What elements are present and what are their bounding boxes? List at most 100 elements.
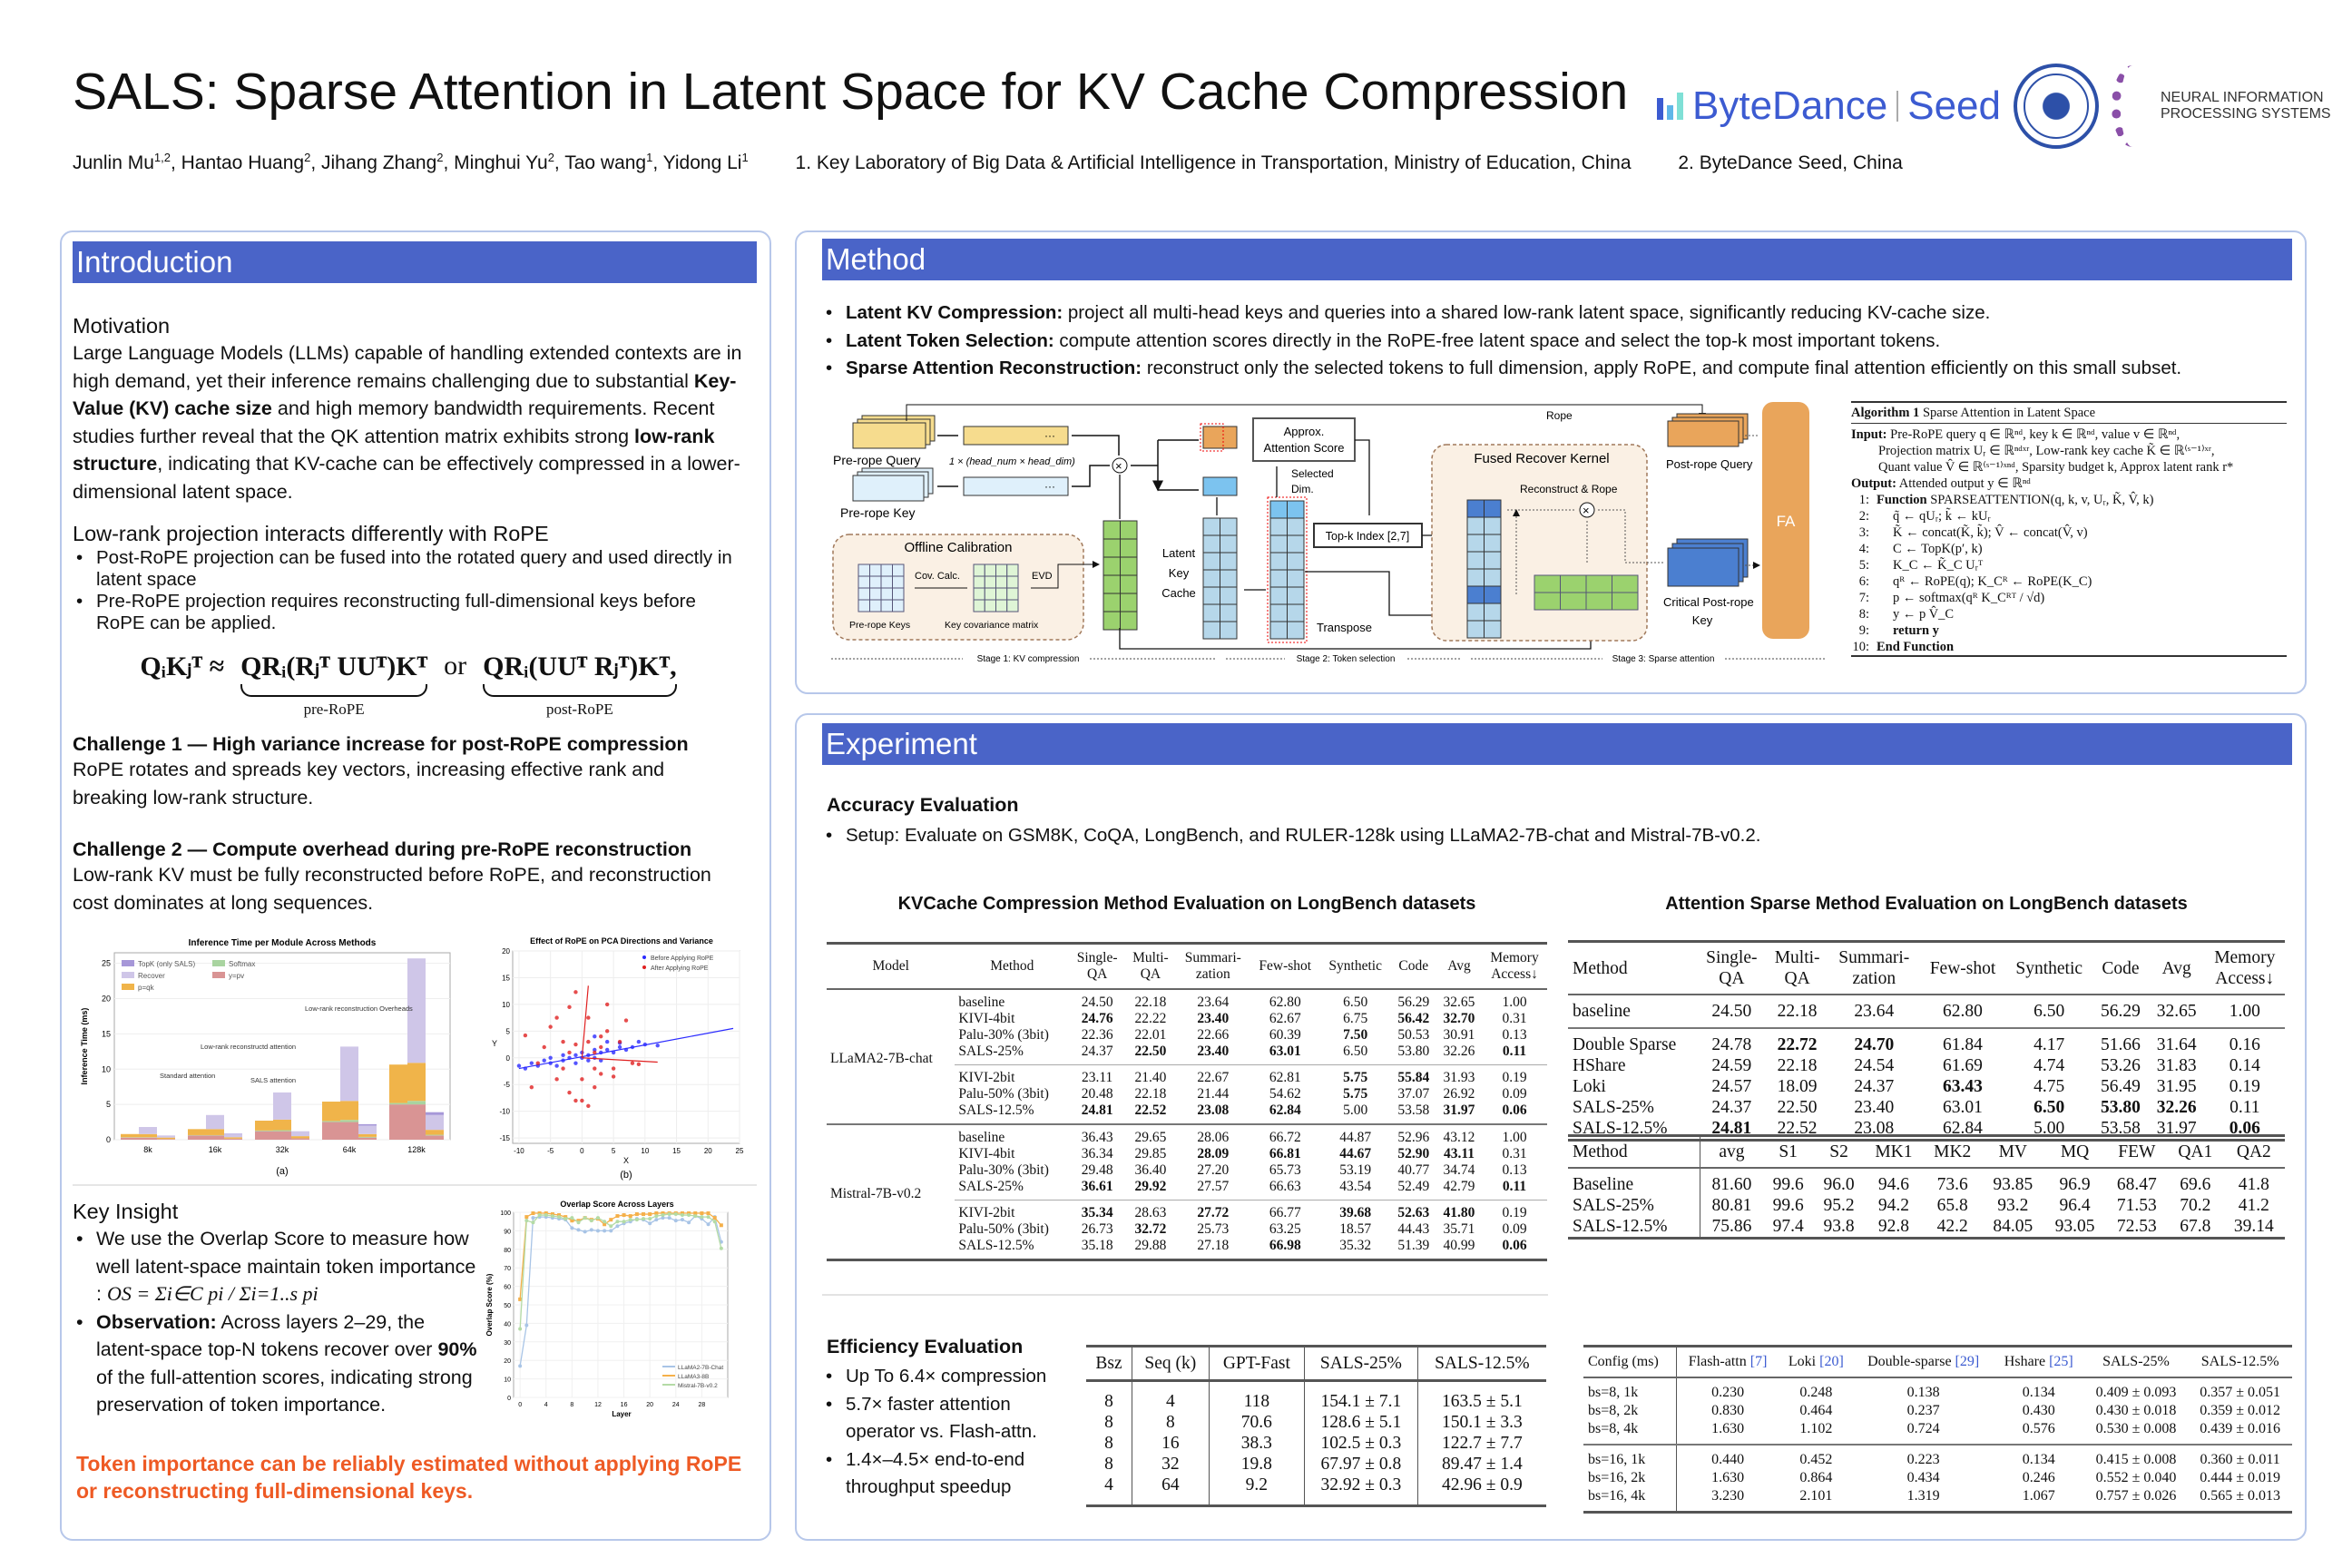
method-bullets: Latent KV Compression: project all multi… xyxy=(822,299,2292,383)
bar-segment xyxy=(255,1131,273,1140)
table-cell: 42.96 ± 0.9 xyxy=(1416,1475,1546,1506)
data-point xyxy=(706,1222,710,1227)
table-cell: 54.62 xyxy=(1269,1086,1301,1102)
line-content: y ← p V̂_C xyxy=(1877,606,1954,622)
table-cell: 2.101 xyxy=(1799,1488,1833,1504)
table-cell: baseline xyxy=(958,995,1005,1010)
table-cell: 0.530 ± 0.008 xyxy=(2095,1421,2177,1436)
header-text: Hshare xyxy=(2004,1354,2050,1369)
data-point xyxy=(564,1215,568,1220)
bar-segment xyxy=(206,1114,224,1130)
author-name: Hantao Huang xyxy=(181,152,305,173)
table-cell: 42.79 xyxy=(1443,1179,1475,1194)
table-cell: 72.53 xyxy=(2116,1217,2157,1236)
pre-rope-label: pre-RoPE xyxy=(303,701,365,718)
transposed-cache-column xyxy=(1267,496,1308,643)
scatter-point xyxy=(586,1103,591,1108)
table-cell: 32.26 xyxy=(2156,1098,2197,1117)
algorithm-line: 8:y ← p V̂_C xyxy=(1851,606,2287,622)
table-cell: 22.66 xyxy=(1197,1027,1230,1043)
bar-segment xyxy=(389,1064,407,1103)
scatter-point xyxy=(567,1090,572,1095)
data-point xyxy=(609,1218,613,1222)
fused-recover-kernel-label: Fused Recover Kernel xyxy=(1474,451,1609,466)
text-segment: and high memory bandwidth requirements. … xyxy=(73,397,715,447)
table-cell: 61.84 xyxy=(1919,1027,2006,1055)
y-tick-label: 20 xyxy=(102,995,111,1004)
citation-link[interactable]: [7] xyxy=(1749,1354,1768,1369)
text-segment: Sparse Attention Reconstruction: xyxy=(846,358,1142,378)
introduction-header: Introduction xyxy=(73,241,757,283)
citation-link[interactable]: [25] xyxy=(2049,1354,2073,1369)
scatter-point xyxy=(561,1066,565,1071)
scatter-point xyxy=(636,1062,642,1067)
y-tick-label: 0 xyxy=(507,1396,511,1402)
table-cell: 43.54 xyxy=(1339,1179,1372,1194)
data-point xyxy=(603,1229,607,1233)
data-point xyxy=(570,1216,574,1220)
citation-link[interactable]: [29] xyxy=(1955,1354,1980,1369)
algorithm-name: Sparse Attention in Latent Space xyxy=(1919,406,2096,420)
table-cell: 55.84 xyxy=(1390,1064,1436,1086)
scatter-point xyxy=(529,1061,534,1065)
bar-segment xyxy=(291,1136,309,1139)
table-cell: 0.06 xyxy=(1502,1102,1527,1118)
table-cell: 63.01 xyxy=(1269,1044,1301,1059)
chart-annotation: Low-rank reconstructd attention xyxy=(201,1043,296,1051)
data-point xyxy=(609,1224,613,1229)
data-point xyxy=(564,1217,568,1221)
bar-segment xyxy=(157,1135,175,1138)
x-tick-label: 12 xyxy=(594,1402,602,1408)
citation-link[interactable]: [20] xyxy=(1819,1354,1844,1369)
text-segment: of the full-attention scores, indicating… xyxy=(96,1366,473,1416)
data-point xyxy=(576,1228,581,1232)
data-point xyxy=(648,1217,652,1221)
column-header: Few-shot xyxy=(1919,941,2006,995)
legend-label: Softmax xyxy=(229,960,255,968)
table-cell: 0.757 ± 0.026 xyxy=(2095,1488,2177,1504)
table-cell: 66.81 xyxy=(1269,1146,1301,1161)
data-point xyxy=(642,1212,646,1217)
data-point xyxy=(706,1211,710,1216)
table-cell: 0.13 xyxy=(1502,1027,1527,1043)
multiply-icon xyxy=(1579,502,1595,518)
data-point xyxy=(603,1220,607,1224)
table-cell: 0.31 xyxy=(1502,1011,1527,1026)
table-cell: 0.16 xyxy=(2204,1027,2285,1055)
statement: q̃ ← qUᵣ; k̃ ← kUᵣ xyxy=(1893,509,1991,524)
data-point xyxy=(622,1220,626,1224)
pre-rope-key-label: Pre-rope Key xyxy=(840,505,915,520)
table-cell: 81.60 xyxy=(1700,1167,1763,1195)
latent-label: Latent xyxy=(1162,546,1196,560)
data-point xyxy=(615,1220,620,1224)
table-cell: 51.66 xyxy=(2092,1027,2149,1055)
data-point xyxy=(603,1222,607,1227)
data-point xyxy=(544,1211,548,1216)
data-point xyxy=(531,1211,535,1216)
table-cell: 23.11 xyxy=(1069,1064,1126,1086)
scatter-point xyxy=(567,1004,572,1010)
legend-label: Mistral-7B-v0.2 xyxy=(678,1383,718,1389)
table-cell: 4.17 xyxy=(2005,1027,2093,1055)
bar-segment xyxy=(121,1137,139,1140)
table-cell: 94.6 xyxy=(1864,1167,1924,1195)
legend-label: TopK (only SALS) xyxy=(138,960,195,968)
table-cell: bs=8, 4k xyxy=(1583,1420,1677,1445)
y-tick-label: 15 xyxy=(502,974,510,982)
table-cell: 53.80 xyxy=(2101,1098,2141,1117)
line-number: 3: xyxy=(1858,525,1869,540)
table-cell: 65.8 xyxy=(1936,1196,1968,1215)
table-cell: 66.72 xyxy=(1250,1123,1320,1146)
table-cell: 22.52 xyxy=(1777,1119,1818,1138)
bytedance-bars-icon xyxy=(1657,93,1683,120)
table-cell: 22.22 xyxy=(1134,1011,1167,1026)
y-tick-label: 10 xyxy=(102,1064,111,1073)
scatter-point xyxy=(623,1018,629,1023)
table-cell: 52.90 xyxy=(1397,1146,1430,1161)
author-affiliation-mark: 1 xyxy=(741,151,749,164)
bar-segment xyxy=(224,1137,242,1139)
